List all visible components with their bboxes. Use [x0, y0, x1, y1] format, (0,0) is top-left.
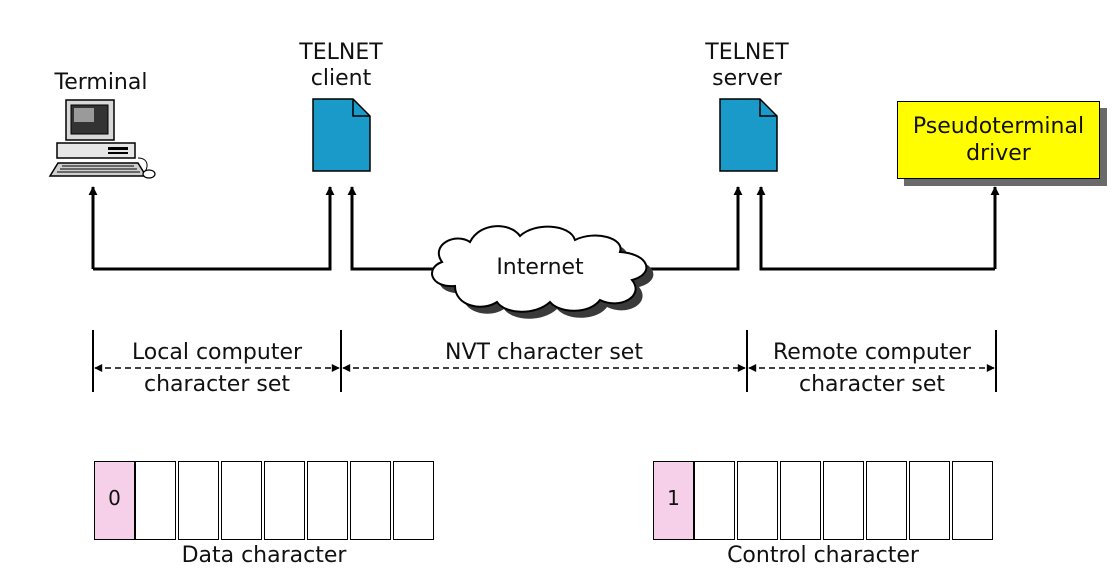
data-bit: [264, 461, 305, 540]
client-label-line2: client: [310, 66, 372, 91]
remote-span-label-line1: Remote computer: [773, 340, 971, 365]
data-bit: [350, 461, 391, 540]
data-bit: [135, 461, 176, 540]
control-first-bit-value: 1: [667, 486, 680, 510]
control-bit: [823, 461, 864, 540]
data-bit: [307, 461, 348, 540]
control-bit-0: 1: [653, 461, 694, 540]
local-span-label-line2: character set: [144, 372, 290, 397]
server-label: TELNET server: [692, 40, 802, 92]
server-document-icon: [719, 98, 778, 172]
nvt-span-label: NVT character set: [445, 340, 643, 365]
control-bit: [909, 461, 950, 540]
cloud-icon: [431, 225, 654, 319]
pseudoterminal-driver-box: Pseudoterminal driver: [897, 101, 1100, 179]
control-bit: [694, 461, 735, 540]
control-character-caption: Control character: [727, 543, 919, 568]
remote-span-label-line2: character set: [799, 372, 945, 397]
connection-lines: [88, 186, 1000, 271]
client-label-line1: TELNET: [299, 40, 383, 65]
client-label: TELNET client: [286, 40, 396, 92]
local-span-label-line1: Local computer: [131, 340, 303, 365]
data-character-caption: Data character: [181, 543, 347, 568]
data-bit: [178, 461, 219, 540]
data-bit: [221, 461, 262, 540]
computer-terminal-icon: [48, 99, 156, 179]
data-bit-0: 0: [94, 461, 135, 540]
terminal-label: Terminal: [54, 70, 148, 95]
span-markers: [92, 330, 997, 392]
control-bit: [952, 461, 993, 540]
data-first-bit-value: 0: [108, 486, 121, 510]
control-bit: [737, 461, 778, 540]
data-bit: [393, 461, 434, 540]
server-label-line1: TELNET: [705, 40, 789, 65]
control-bit: [780, 461, 821, 540]
control-bit: [866, 461, 907, 540]
server-label-line2: server: [712, 66, 782, 91]
pseudo-label-line2: driver: [966, 141, 1031, 166]
internet-label: Internet: [496, 255, 584, 280]
pseudo-label-line1: Pseudoterminal: [912, 114, 1085, 139]
client-document-icon: [312, 98, 371, 172]
